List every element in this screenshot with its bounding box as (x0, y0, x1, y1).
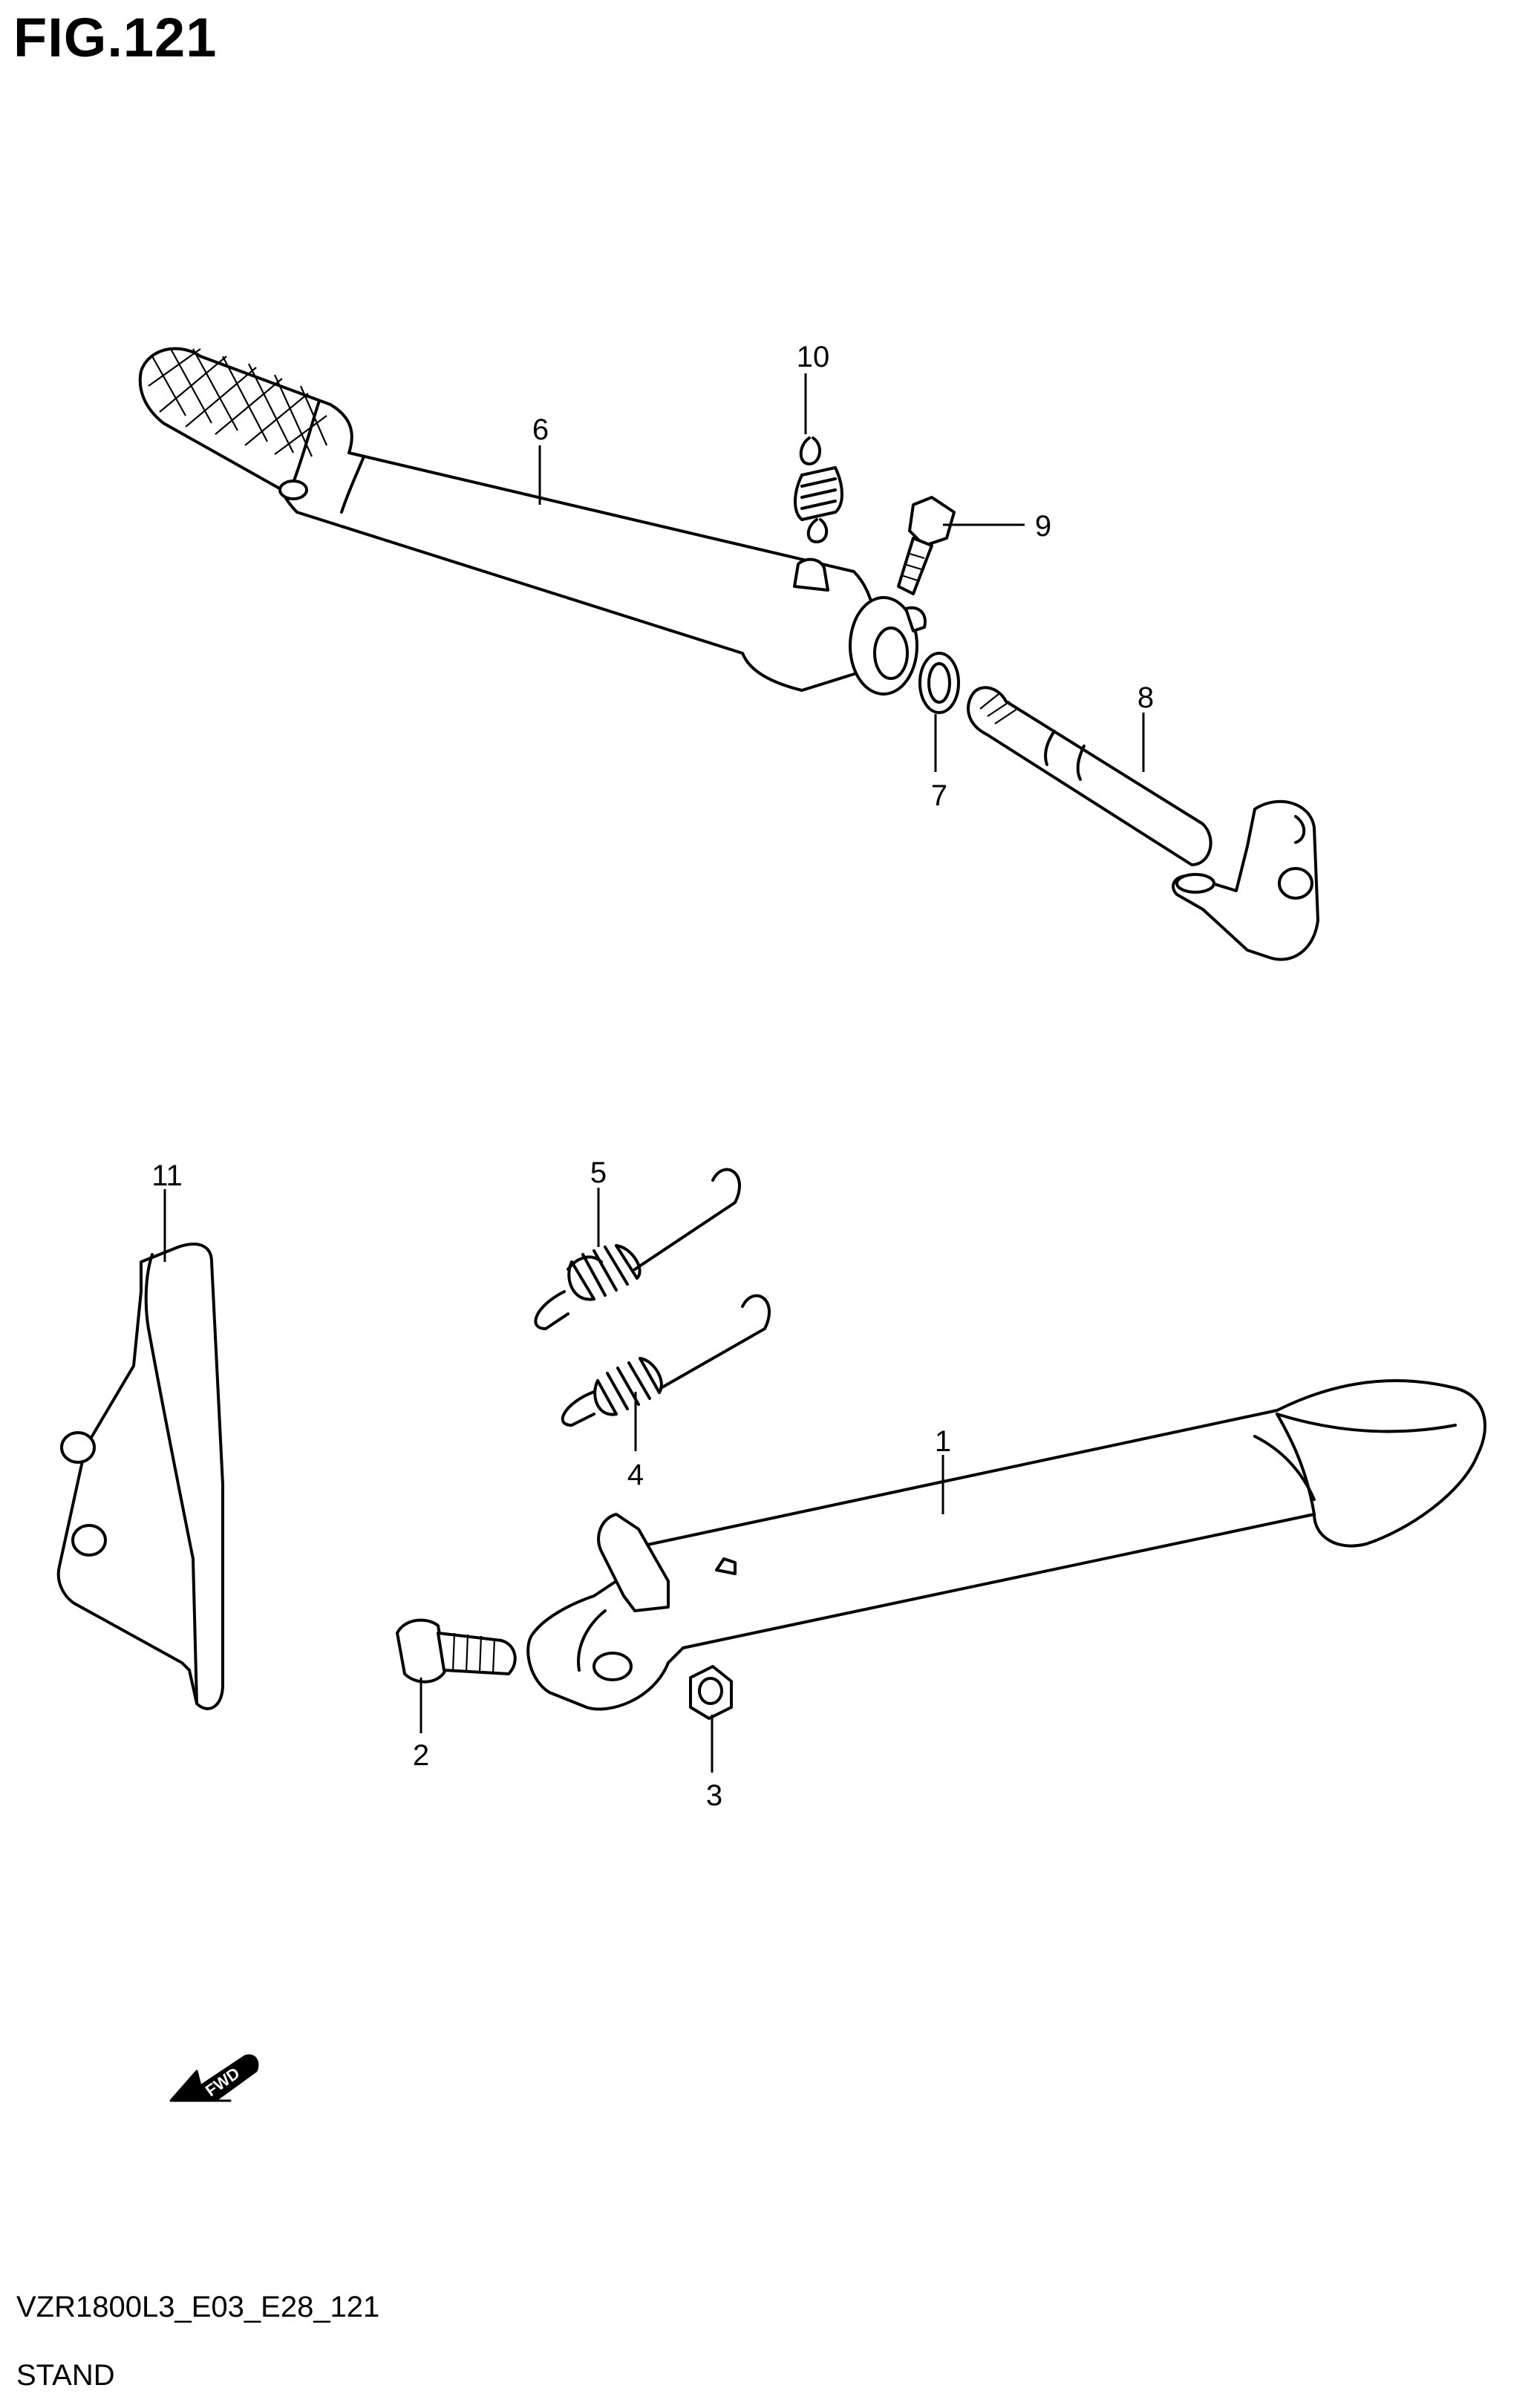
figure-title: FIG.121 (13, 7, 218, 68)
part-4-spring (561, 1294, 771, 1427)
knurled-grip (148, 348, 328, 457)
callout-10: 10 (797, 341, 830, 373)
callout-5: 5 (590, 1156, 607, 1189)
callout-2: 2 (413, 1739, 429, 1772)
figure-name: STAND (16, 2359, 115, 2392)
part-5-spring (534, 1168, 741, 1330)
part-6-stand-arm (138, 347, 927, 696)
part-7-washer (918, 652, 960, 714)
callout-1: 1 (935, 1425, 951, 1458)
callout-8: 8 (1137, 681, 1154, 714)
forward-arrow-icon: FWD (169, 2054, 259, 2102)
part-3-nut (689, 1665, 733, 1720)
callout-leaders (163, 373, 1145, 1773)
callout-6: 6 (532, 413, 549, 446)
part-9-bolt (897, 496, 956, 595)
callout-labels: 10 6 9 7 8 11 5 4 1 2 3 (151, 341, 1154, 1812)
part-11-cover (56, 1243, 224, 1710)
callout-11: 11 (151, 1159, 183, 1192)
part-8-pivot-shaft (967, 686, 1319, 961)
part-2-pivot-bolt (396, 1618, 517, 1684)
part-10-spring (794, 436, 843, 543)
figure-code: VZR1800L3_E03_E28_121 (16, 2291, 380, 2323)
part-1-side-stand (526, 1379, 1486, 1711)
callout-9: 9 (1035, 510, 1051, 543)
callout-3: 3 (706, 1779, 722, 1812)
callout-7: 7 (931, 779, 947, 812)
callout-4: 4 (627, 1459, 644, 1491)
